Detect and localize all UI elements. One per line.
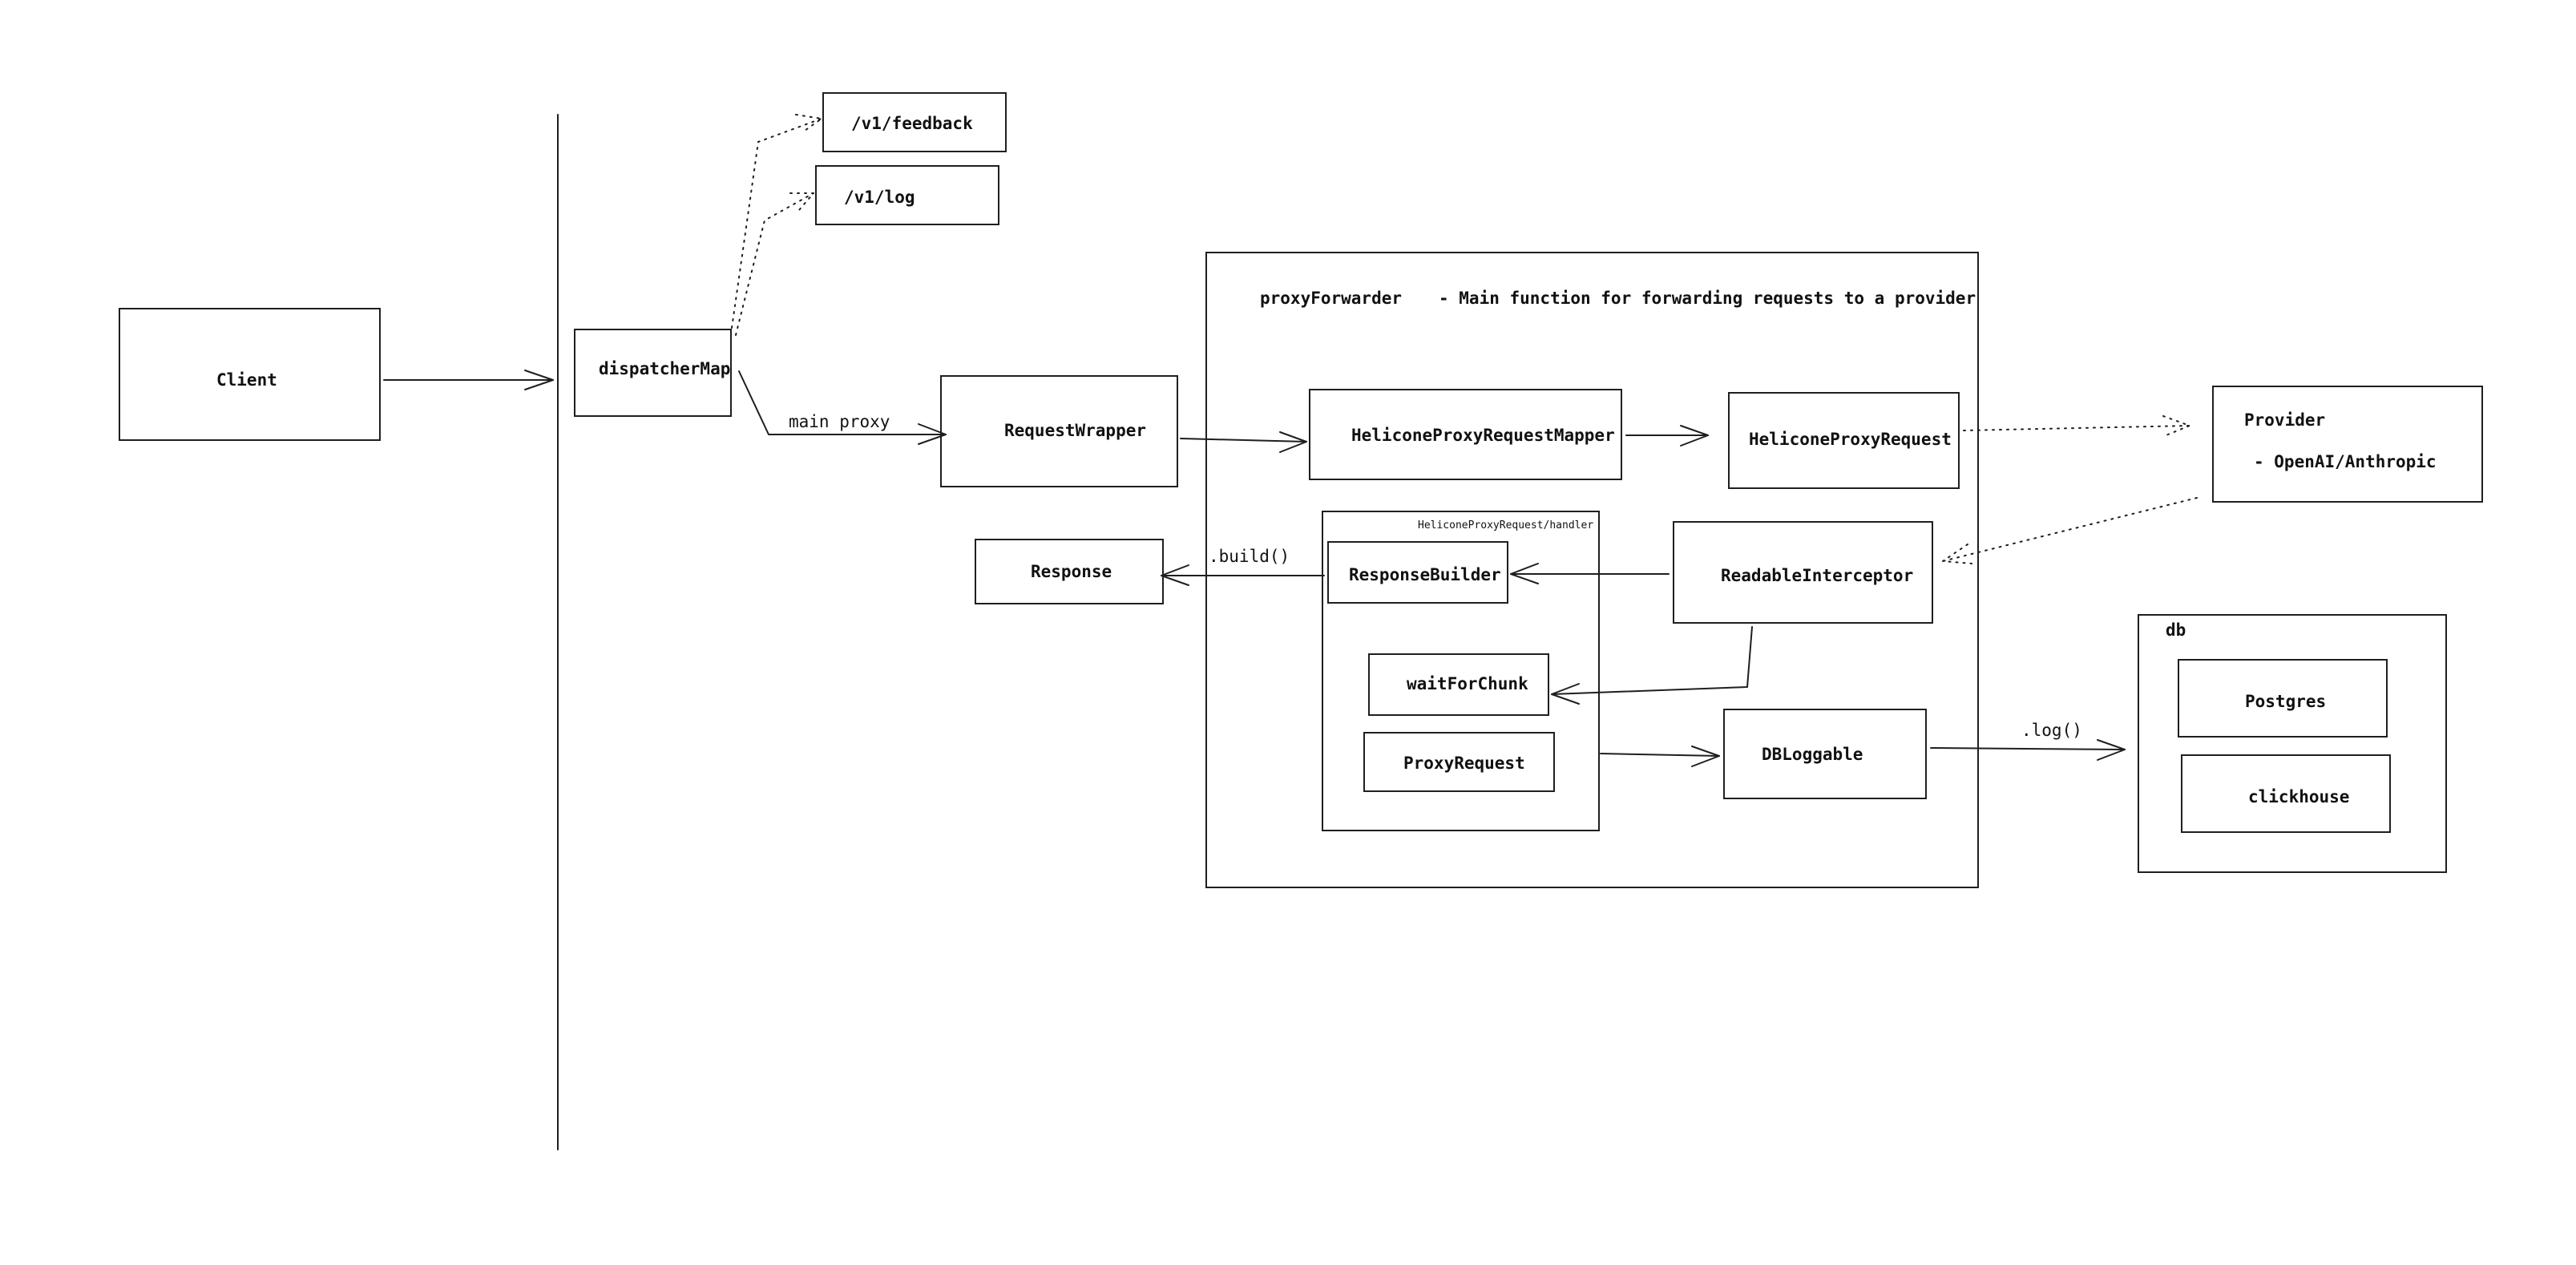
clickhouse-node[interactable]: clickhouse (2181, 754, 2391, 833)
db-group-label: db (2166, 620, 2186, 640)
db-loggable-node[interactable]: DBLoggable (1723, 709, 1927, 799)
helicone-proxy-request-mapper-label: HeliconeProxyRequestMapper (1351, 426, 1615, 445)
handler-group-label: HeliconeProxyRequest/handler (1418, 519, 1593, 531)
main-proxy-label: main proxy (789, 412, 890, 431)
postgres-label: Postgres (2245, 692, 2326, 711)
arrow-readable-interceptor-to-response-builder (1510, 563, 1670, 584)
proxy-forwarder-container (1205, 252, 1979, 888)
dispatcher-map-label: dispatcherMap (599, 359, 730, 378)
provider-title: Provider (2244, 410, 2325, 430)
arrow-helicone-proxy-request-to-provider (1963, 415, 2190, 437)
arrow-response-builder-to-response (1161, 564, 1325, 586)
proxy-request-node[interactable]: ProxyRequest (1363, 732, 1555, 792)
response-label: Response (1031, 562, 1112, 581)
client-label: Client (216, 370, 277, 390)
response-builder-label: ResponseBuilder (1349, 565, 1501, 584)
request-wrapper-node[interactable]: RequestWrapper (940, 375, 1178, 487)
db-group-container (2138, 614, 2447, 873)
client-node[interactable]: Client (119, 308, 381, 441)
response-node[interactable]: Response (975, 539, 1164, 604)
arrow-request-wrapper-to-mapper (1180, 431, 1307, 453)
wait-for-chunk-label: waitForChunk (1407, 674, 1528, 693)
proxy-forwarder-title: proxyForwarder (1260, 289, 1402, 308)
arrow-main-proxy (738, 370, 947, 445)
proxy-request-label: ProxyRequest (1403, 754, 1525, 773)
dispatcher-map-node[interactable]: dispatcherMap (574, 329, 732, 417)
build-label: .build() (1209, 547, 1290, 566)
readable-interceptor-label: ReadableInterceptor (1721, 566, 1913, 585)
arrow-readable-interceptor-to-wait-for-chunk (1551, 626, 1753, 705)
helicone-proxy-request-mapper-node[interactable]: HeliconeProxyRequestMapper (1309, 389, 1622, 480)
proxy-forwarder-description: - Main function for forwarding requests … (1439, 289, 1976, 308)
log-label: .log() (2021, 721, 2082, 740)
wait-for-chunk-node[interactable]: waitForChunk (1368, 653, 1549, 716)
helicone-proxy-request-node[interactable]: HeliconeProxyRequest (1728, 392, 1960, 489)
v1-log-node[interactable]: /v1/log (815, 165, 999, 225)
arrow-handler-to-db-loggable (1600, 746, 1720, 767)
helicone-proxy-request-label: HeliconeProxyRequest (1749, 430, 1952, 449)
clickhouse-label: clickhouse (2248, 787, 2349, 806)
handler-group-container (1322, 511, 1600, 831)
v1-feedback-label: /v1/feedback (851, 114, 973, 133)
provider-description: - OpenAI/Anthropic (2254, 452, 2437, 471)
response-builder-node[interactable]: ResponseBuilder (1327, 541, 1508, 604)
arrow-dispatcher-to-v1-log (735, 192, 814, 336)
arrow-client-to-dispatcher (383, 370, 554, 390)
request-wrapper-label: RequestWrapper (1004, 421, 1146, 440)
arrow-provider-to-readable-interceptor (1942, 497, 2198, 564)
arrow-dispatcher-to-v1-feedback (731, 114, 822, 329)
db-loggable-label: DBLoggable (1762, 745, 1863, 764)
v1-feedback-node[interactable]: /v1/feedback (822, 92, 1007, 152)
postgres-node[interactable]: Postgres (2178, 659, 2388, 738)
provider-node[interactable]: Provider - OpenAI/Anthropic (2212, 386, 2483, 503)
arrow-db-loggable-to-db (1930, 739, 2126, 761)
v1-log-label: /v1/log (844, 188, 915, 207)
arrow-mapper-to-helicone-proxy-request (1625, 425, 1709, 447)
readable-interceptor-node[interactable]: ReadableInterceptor (1673, 521, 1933, 624)
